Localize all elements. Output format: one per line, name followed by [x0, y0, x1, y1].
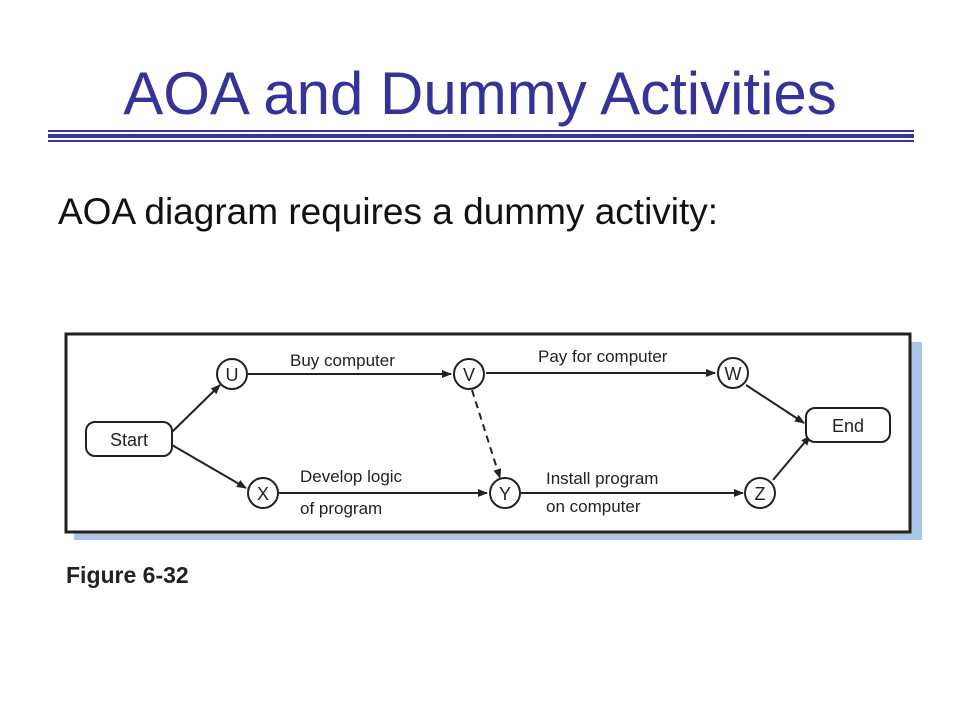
edge-z-end — [772, 435, 811, 481]
edge-start-x — [171, 444, 247, 489]
node-y — [489, 477, 521, 509]
node-w-label: W — [725, 364, 742, 384]
figure-frame — [64, 332, 912, 534]
node-z-label: Z — [755, 484, 766, 504]
activity-install-program-line2: on computer — [546, 497, 641, 516]
node-z — [744, 477, 776, 509]
node-y-label: Y — [499, 484, 511, 504]
end-node — [805, 407, 891, 443]
node-x — [247, 477, 279, 509]
node-w — [717, 357, 749, 389]
activity-develop-logic-line2: of program — [300, 499, 382, 518]
node-v-label: V — [463, 365, 475, 385]
activity-pay-for-computer: Pay for computer — [538, 347, 668, 366]
slide-subtitle: AOA diagram requires a dummy activity: — [58, 191, 719, 232]
node-u — [216, 358, 248, 390]
figure-caption: Figure 6-32 — [66, 562, 189, 588]
dummy-edge-v-y — [471, 389, 502, 479]
node-x-label: X — [257, 484, 269, 504]
slide-title: AOA and Dummy Activities — [123, 60, 837, 127]
activity-buy-computer: Buy computer — [290, 351, 395, 370]
node-v — [453, 358, 485, 390]
node-u-label: U — [226, 365, 239, 385]
end-node-label: End — [832, 416, 864, 436]
activity-develop-logic-line1: Develop logic — [300, 467, 403, 486]
edge-start-u — [171, 384, 221, 433]
start-node — [85, 421, 173, 457]
edge-w-end — [745, 384, 805, 424]
title-underline — [48, 130, 914, 142]
activity-install-program-line1: Install program — [546, 469, 658, 488]
start-node-label: Start — [110, 430, 148, 450]
